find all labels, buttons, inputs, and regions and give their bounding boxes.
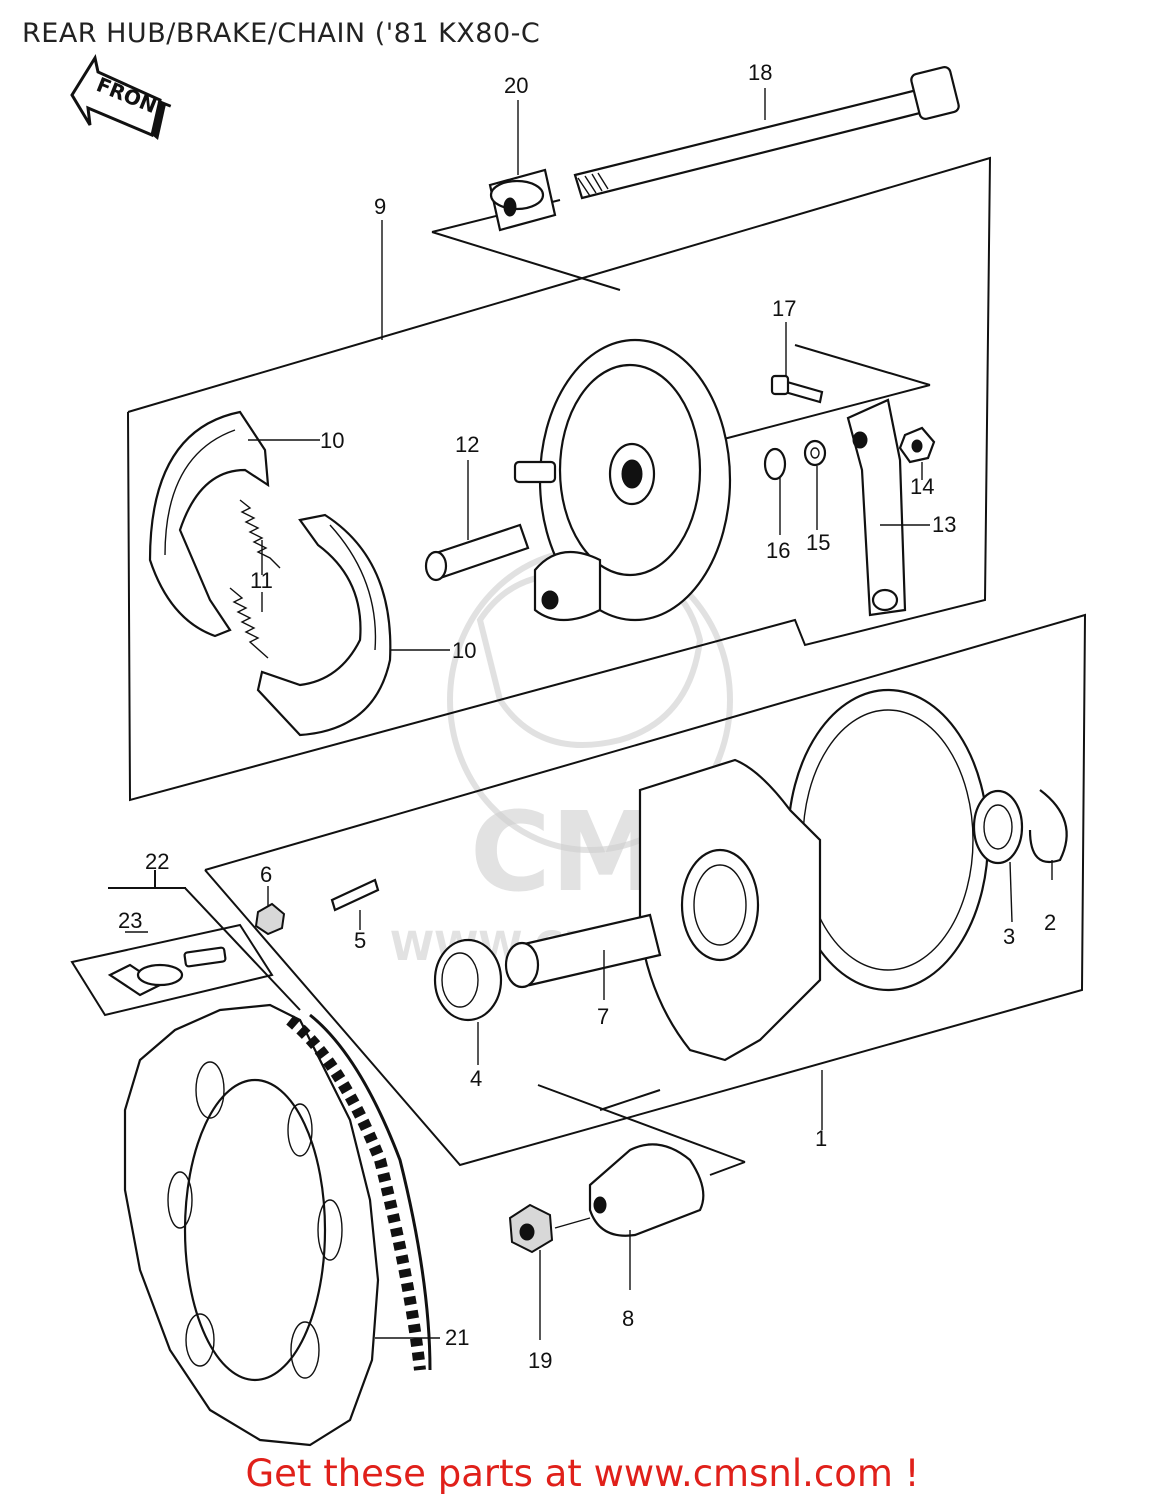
collar-part-20 bbox=[488, 100, 557, 232]
collar-part-8 bbox=[588, 1143, 705, 1290]
rear-hub-part-1 bbox=[638, 688, 990, 1130]
callout-18: 18 bbox=[748, 60, 772, 85]
circlip-part-2 bbox=[1028, 789, 1068, 880]
page-title: REAR HUB/BRAKE/CHAIN ('81 KX80-C bbox=[22, 18, 541, 49]
callout-9: 9 bbox=[374, 194, 386, 219]
washer-part-15 bbox=[803, 439, 827, 530]
nut-part-19 bbox=[508, 1203, 591, 1340]
callout-14: 14 bbox=[910, 474, 934, 499]
callout-20: 20 bbox=[504, 73, 528, 98]
callout-2: 2 bbox=[1044, 910, 1056, 935]
bearing-part-3 bbox=[972, 789, 1024, 923]
brake-cam-part-12 bbox=[424, 460, 530, 582]
buy-parts-link[interactable]: Get these parts at www.cmsnl.com ! bbox=[245, 1452, 920, 1495]
oring-part-16 bbox=[763, 447, 787, 535]
nut-part-6 bbox=[254, 886, 286, 936]
callout-23: 23 bbox=[118, 908, 142, 933]
callout-19: 19 bbox=[528, 1348, 552, 1373]
hub-group-outline bbox=[204, 344, 1087, 1176]
callout-21: 21 bbox=[445, 1325, 469, 1350]
callout-22: 22 bbox=[145, 849, 169, 874]
callout-16: 16 bbox=[766, 538, 790, 563]
callout-8: 8 bbox=[622, 1306, 634, 1331]
callout-15: 15 bbox=[806, 530, 830, 555]
brake-shoe-part-10-upper bbox=[148, 410, 320, 638]
rear-sprocket-part-21 bbox=[123, 1003, 440, 1447]
callout-12: 12 bbox=[455, 432, 479, 457]
axle-part-18 bbox=[573, 66, 960, 200]
callout-10-upper: 10 bbox=[320, 428, 344, 453]
nut-part-14 bbox=[898, 426, 936, 480]
callout-11: 11 bbox=[250, 568, 273, 593]
callout-13: 13 bbox=[932, 512, 956, 537]
master-link-part-22-23 bbox=[70, 870, 301, 1017]
callout-labels: 20 18 9 17 10 12 14 16 15 13 11 10 22 6 … bbox=[118, 60, 1056, 1373]
brake-panel bbox=[513, 338, 732, 622]
stud-part-5 bbox=[330, 878, 380, 930]
callout-3: 3 bbox=[1003, 924, 1015, 949]
callout-10-lower: 10 bbox=[452, 638, 476, 663]
brake-shoe-part-10-lower bbox=[256, 513, 450, 737]
callout-6: 6 bbox=[260, 862, 272, 887]
brake-lever-part-13 bbox=[846, 398, 930, 617]
bolt-part-17 bbox=[770, 322, 824, 404]
callout-17: 17 bbox=[772, 296, 796, 321]
callout-7: 7 bbox=[597, 1004, 609, 1029]
bearing-part-4 bbox=[433, 938, 503, 1065]
spring-part-11 bbox=[229, 499, 281, 659]
callout-4: 4 bbox=[470, 1066, 482, 1091]
callout-1: 1 bbox=[815, 1126, 827, 1151]
drive-chain bbox=[286, 1013, 432, 1371]
callout-5: 5 bbox=[354, 928, 366, 953]
front-arrow-icon: FRONT bbox=[70, 54, 173, 140]
spacer-part-7 bbox=[504, 913, 662, 1000]
